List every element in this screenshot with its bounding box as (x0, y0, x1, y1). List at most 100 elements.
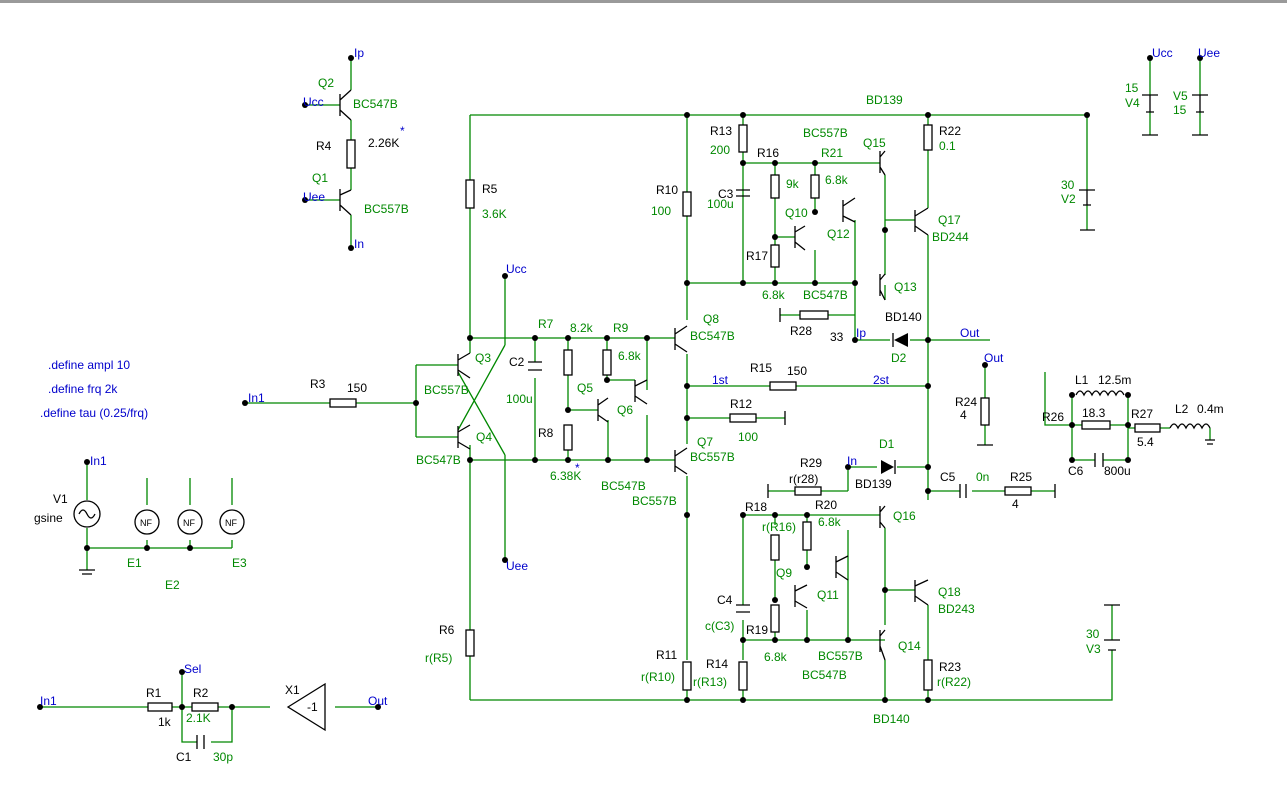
q7-value-2: BC557B (632, 494, 677, 508)
r5-value: 3.6K (482, 207, 507, 221)
r14-value: r(R13) (693, 675, 727, 689)
source-symbols (73, 500, 326, 732)
l2-ref: L2 (1175, 402, 1189, 416)
net-ucc-q2: Ucc (303, 95, 324, 109)
c6-ref: C6 (1068, 464, 1084, 478)
r25-ref: R25 (1010, 470, 1032, 484)
r1-ref: R1 (146, 686, 162, 700)
q7-ref: Q7 (697, 435, 713, 449)
net-out-x1: Out (368, 694, 388, 708)
r1-value: 1k (158, 715, 172, 729)
c4-ref: C4 (717, 593, 733, 607)
d1-value: BD139 (855, 477, 892, 491)
q8-ref: Q8 (703, 312, 719, 326)
r10-value: 100 (651, 204, 671, 218)
net-in-q1: In (354, 237, 364, 251)
net-in-d1: In (847, 454, 857, 468)
q1-value: BC557B (364, 202, 409, 216)
q4-value: BC547B (416, 453, 461, 467)
v2-ref: V2 (1061, 192, 1076, 206)
spice-directives: .define ampl 10 .define frq 2k .define t… (40, 358, 148, 420)
r23-value: r(R22) (937, 675, 971, 689)
bc557b-a: BC557B (803, 126, 848, 140)
net-ip-top: Ip (354, 46, 364, 60)
v4-ref: V4 (1125, 96, 1140, 110)
r3-ref: R3 (310, 377, 326, 391)
d2-ref: D2 (891, 351, 907, 365)
r4-value: 2.26K (368, 136, 399, 150)
q13-value: BD140 (885, 310, 922, 324)
net-labels: Ip Ucc Uee In In1 Ucc Uee Ucc Uee Ip Out… (40, 46, 1220, 708)
r10-ref: R10 (656, 183, 678, 197)
component-labels: Q2 BC547B R4 2.26K * Q1 BC557B R5 3.6K R… (34, 76, 1224, 764)
r4-ref: R4 (316, 139, 332, 153)
r25-value: 4 (1012, 497, 1019, 511)
net-uee-mid: Uee (506, 559, 528, 573)
bc547b-a: BC547B (803, 288, 848, 302)
q18-ref: Q18 (938, 585, 961, 599)
diode-symbols (881, 333, 908, 474)
r6-value: r(R5) (425, 651, 452, 665)
battery-symbols (1079, 94, 1208, 651)
r2-value: 2.1K (186, 711, 211, 725)
v2-value: 30 (1061, 178, 1075, 192)
r21-value: 6.8k (825, 173, 849, 187)
r8-value: 6.38K (550, 469, 581, 483)
r17-ref: R17 (746, 249, 768, 263)
v1-ref: V1 (53, 492, 68, 506)
q8-value: BC547B (690, 329, 735, 343)
r19-ref: R19 (746, 623, 768, 637)
transistor-symbols (339, 89, 929, 661)
r22-ref: R22 (939, 124, 961, 138)
c3-ref: C3 (718, 187, 734, 201)
r5-ref: R5 (482, 182, 498, 196)
q3-value: BC557B (424, 383, 469, 397)
e2-ref: E2 (165, 578, 180, 592)
l1-value: 12.5m (1098, 373, 1131, 387)
r19-value: 6.8k (764, 650, 788, 664)
net-ucc-mid: Ucc (506, 262, 527, 276)
directive-frq: .define frq 2k (48, 382, 118, 396)
resistor-symbols (147, 124, 1161, 712)
r27-ref: R27 (1131, 407, 1153, 421)
q6-value: BC547B (601, 479, 646, 493)
c1-ref: C1 (176, 750, 192, 764)
r18-value: r(R16) (762, 520, 796, 534)
capacitor-symbols (196, 189, 1104, 749)
net-second: 2st (873, 373, 890, 387)
q9-ref: Q9 (776, 566, 792, 580)
q14-ref: Q14 (898, 639, 921, 653)
r3-value: 150 (347, 381, 367, 395)
q7-value: BC557B (690, 450, 735, 464)
r28-value: 33 (830, 330, 844, 344)
e3-symbol: NF (225, 518, 237, 528)
wires (40, 58, 1211, 743)
q3-ref: Q3 (475, 351, 491, 365)
net-ucc-v4: Ucc (1152, 46, 1173, 60)
c6-value: 800u (1104, 464, 1131, 478)
r7-value: 8.2k (570, 321, 594, 335)
r12-ref: R12 (730, 397, 752, 411)
q18-value: BD243 (938, 602, 975, 616)
x1-value: -1 (307, 700, 318, 714)
net-out-r24: Out (984, 351, 1004, 365)
v5-value: 15 (1173, 103, 1187, 117)
directive-ampl: .define ampl 10 (48, 358, 130, 372)
q17-value: BD244 (932, 230, 969, 244)
r26-ref: R26 (1042, 410, 1064, 424)
r24-ref: R24 (955, 395, 977, 409)
r7-ref: R7 (538, 317, 554, 331)
q17-ref: Q17 (938, 213, 961, 227)
r26-value: 18.3 (1082, 406, 1106, 420)
r29-ref: R29 (800, 456, 822, 470)
net-out-d2: Out (960, 326, 980, 340)
d1-ref: D1 (879, 437, 895, 451)
r20-value: 6.8k (818, 515, 842, 529)
r27-value: 5.4 (1137, 435, 1154, 449)
r8-ref: R8 (538, 426, 554, 440)
r11-ref: R11 (656, 648, 677, 662)
e2-symbol: NF (183, 518, 195, 528)
l1-ref: L1 (1075, 373, 1089, 387)
q1-ref: Q1 (312, 171, 328, 185)
